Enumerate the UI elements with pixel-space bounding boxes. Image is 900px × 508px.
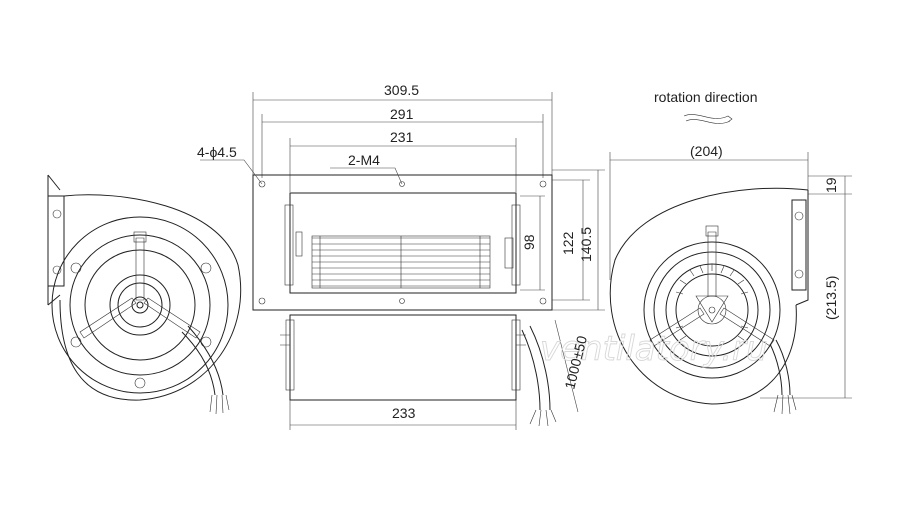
watermark-text: ventilatory.ru bbox=[540, 329, 768, 369]
dim-overall-width: 309.5 bbox=[384, 82, 419, 98]
dim-height-mid: 122 bbox=[560, 231, 576, 255]
dim-height-inner: 98 bbox=[521, 234, 537, 250]
dim-side-height: (213.5) bbox=[823, 276, 839, 320]
center-top-view bbox=[200, 92, 605, 430]
rotation-direction-label: rotation direction bbox=[654, 89, 758, 105]
right-rear-view bbox=[609, 114, 852, 415]
rotation-arrow-icon bbox=[683, 114, 733, 124]
dim-side-width: (204) bbox=[690, 143, 723, 159]
dim-mount-spacing: 291 bbox=[390, 106, 414, 122]
dim-height-outer: 140.5 bbox=[578, 227, 594, 262]
dim-bottom-width: 233 bbox=[392, 405, 416, 421]
mount-holes-label: 4-ϕ4.5 bbox=[197, 144, 237, 160]
dim-side-top: 19 bbox=[823, 177, 839, 193]
thread-label: 2-M4 bbox=[348, 152, 380, 168]
left-front-view bbox=[47, 174, 242, 415]
dim-inner-width: 231 bbox=[390, 129, 414, 145]
